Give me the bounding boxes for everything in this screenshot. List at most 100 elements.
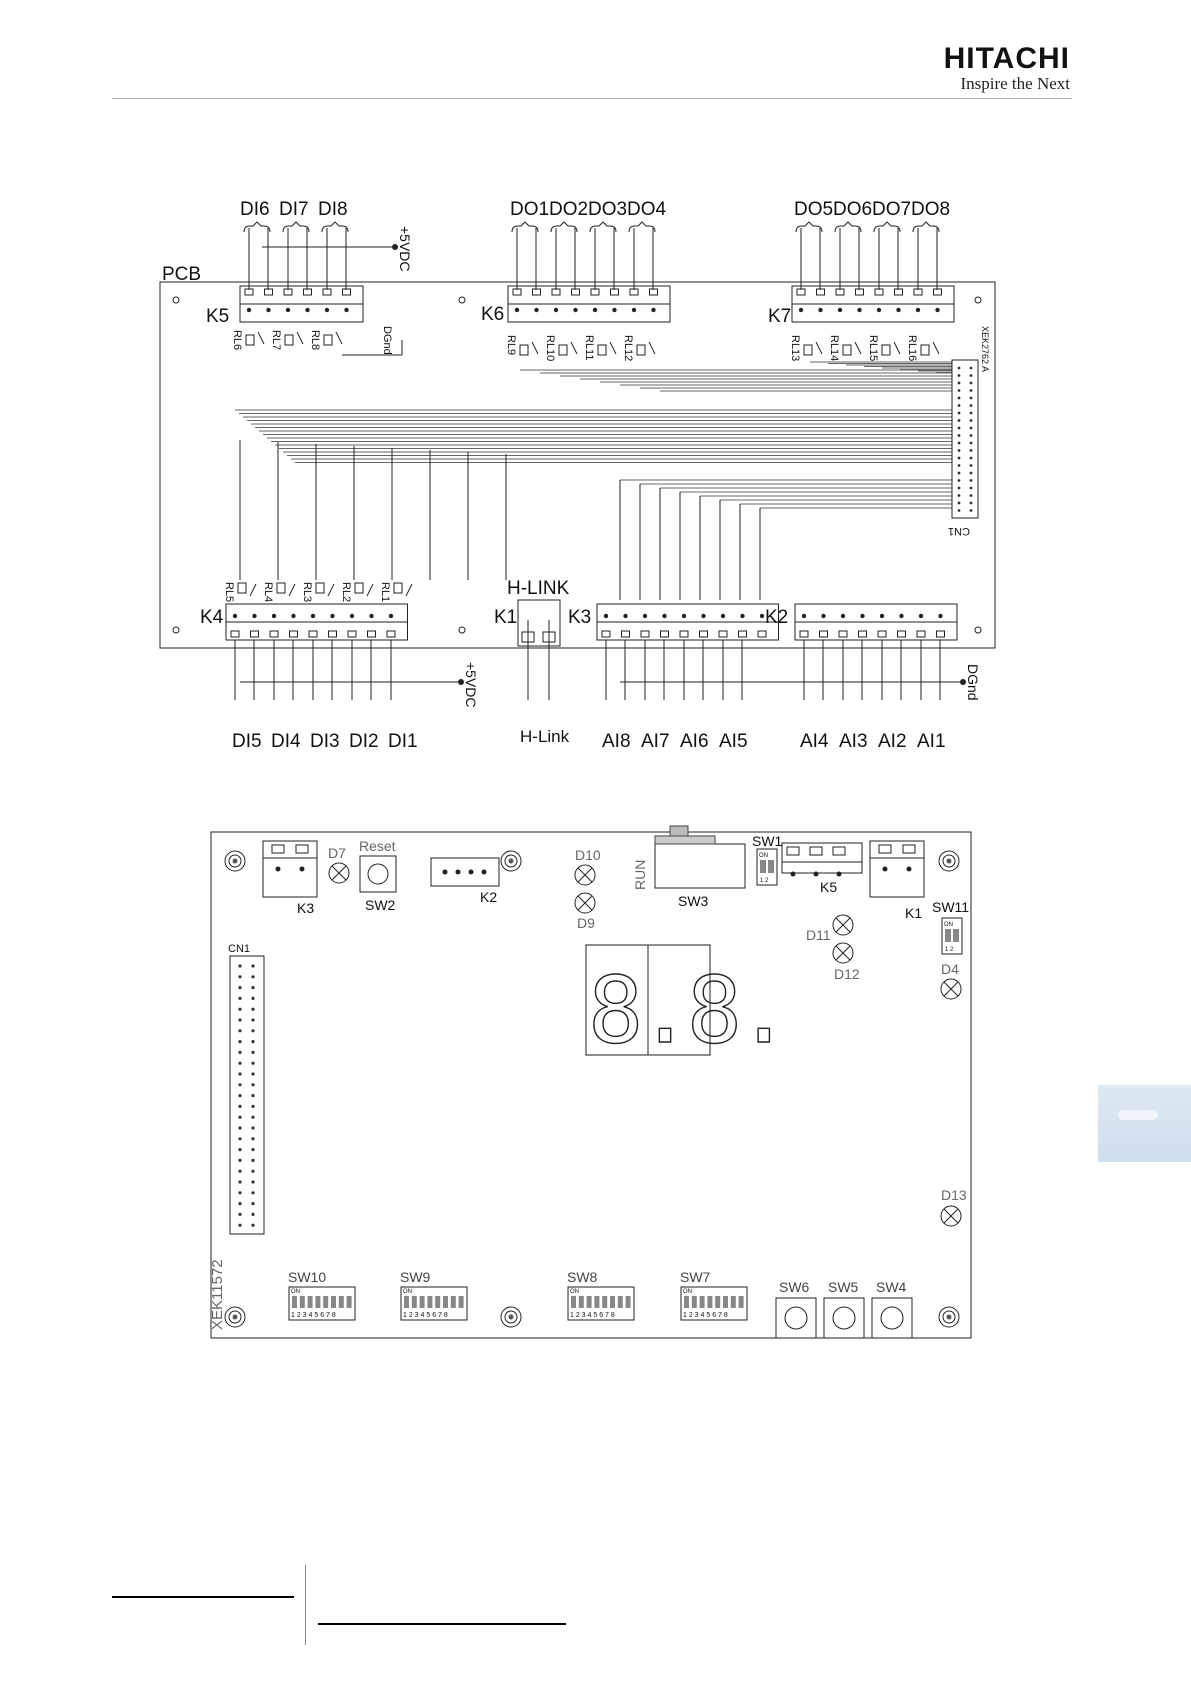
di4-label: DI4 [271,731,301,752]
cn1-pin [238,1169,242,1173]
led-d12-label: D12 [834,966,860,982]
label-brace [282,221,310,233]
sw3-knob [669,825,689,837]
di5-label: DI5 [232,731,262,752]
terminal-pin [876,307,882,313]
led-d10-label: D10 [575,847,601,863]
relay-contact [815,341,823,355]
terminal-block-k4 [225,603,408,641]
led-d12 [832,942,854,964]
dip-toggle [404,1296,409,1308]
hlink-connector-k1 [517,599,561,647]
cn1-pin [251,1094,255,1098]
terminal-slot [640,630,650,638]
cn1-pin [238,1104,242,1108]
terminal-pin [938,613,943,619]
screw-center [508,1314,514,1320]
terminal-pin [330,613,335,619]
ground-wire-k5 [342,340,403,356]
terminal-slot [367,630,376,638]
mount-hole [172,296,180,304]
cn1-pin [957,456,961,460]
label-brace [912,221,940,233]
ai5-label: AI5 [719,731,748,752]
led-d7-label: D7 [328,845,346,861]
relay-contact [335,331,343,345]
relay-contact [648,341,656,355]
cn1-pin [969,471,973,475]
connector-pin [790,871,796,877]
cn1-pin [251,986,255,990]
sw1-on-label: ON [759,853,768,859]
dip-toggle [299,1296,305,1308]
terminal-slot [230,630,240,638]
connector-pin [295,844,309,854]
do-k6-labels: DO1 DO2 DO3 DO4 [510,199,667,220]
screw-ring [942,1310,956,1324]
push-button-sw4 [871,1297,913,1339]
cn1-pin [251,1072,255,1076]
led-d9-label: D9 [577,915,595,931]
switch-sw1-label: SW1 [752,833,783,849]
terminal-slot [328,630,337,638]
cn1-pin [251,1191,255,1195]
relay-label: RL9 [505,335,517,355]
dip-bank [288,1286,356,1321]
cn1-pin [251,1202,255,1206]
cn1-pin [238,1050,242,1054]
terminal-slot [621,630,630,638]
dip-switch-sw11 [941,917,963,955]
connector-pin [299,866,305,872]
relay-contact [531,341,539,355]
cn1-pin [251,964,255,968]
dip-toggle [435,1296,441,1308]
sw9-numbers: 1 2 3 4 5 6 7 8 [403,1312,448,1319]
cn1-pin [251,1180,255,1184]
terminal-slot [718,630,728,638]
screw-ring [504,1310,518,1324]
relay-contact [854,341,862,355]
relay-contact [405,583,413,597]
switch-sw4-label: SW4 [876,1279,907,1295]
connector-pin [878,844,892,854]
switch-sw2-label: SW2 [365,897,396,913]
relay-label: RL10 [544,335,556,361]
cn1-pin [238,996,242,1001]
connector-k1 [869,840,925,898]
cn1-pin [969,404,973,407]
terminal-slot [877,630,887,638]
label-brace [511,221,539,233]
cn1-pin [957,479,961,482]
cn1-header [229,955,265,1235]
relay-contact [932,341,940,355]
label-brace [550,221,578,233]
switch-sw11-label: SW11 [932,899,969,915]
terminal-pin [801,613,807,619]
cn1-pin [957,366,961,370]
cn1-pin [238,1115,242,1119]
relay-label: RL2 [340,582,352,602]
cn1-pin [251,1158,255,1162]
relay-coil [284,334,294,346]
chapter-side-tab [1098,1085,1191,1162]
terminal-pin [798,307,804,313]
cn1-pin [238,1094,242,1098]
cn1-pin [251,1148,255,1152]
switch-sw5-label: SW5 [828,1279,859,1295]
screw-ring [504,854,518,868]
cn1-pin [957,441,961,445]
terminal-pin [252,613,257,619]
terminal-pin [935,307,940,313]
terminal-pin [879,613,885,619]
connector-pin [836,871,842,877]
terminal-pin [740,613,745,619]
relay-coil [237,582,247,594]
hitachi-logo: HITACHI Inspire the Next [920,44,1070,94]
relay-label: RL5 [223,582,235,602]
cn1-pin [957,509,961,512]
hlink-title: H-LINK [507,578,570,599]
sw7-numbers: 1 2 3 4 5 6 7 8 [683,1312,728,1319]
dip-toggle [427,1296,433,1308]
relay-contact [296,331,304,345]
